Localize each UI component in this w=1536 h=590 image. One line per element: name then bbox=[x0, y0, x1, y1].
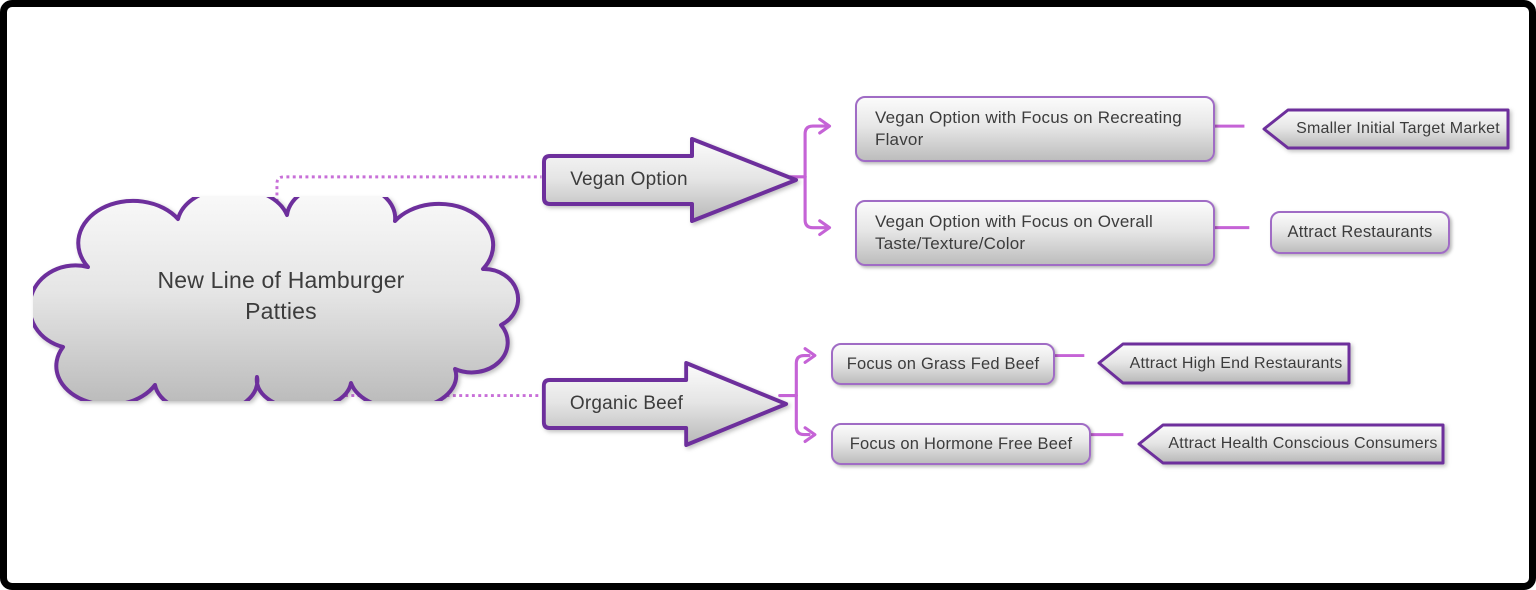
outcome-attract-health-conscious-consumers[interactable] bbox=[1137, 422, 1447, 466]
outcome-links bbox=[1045, 124, 1250, 437]
branch-arrow-organic[interactable] bbox=[540, 360, 790, 448]
root-cloud-shape[interactable] bbox=[33, 197, 527, 401]
arrowhead-icon bbox=[803, 426, 817, 444]
arrowhead-icon bbox=[818, 219, 832, 237]
outcome-attract-restaurants[interactable]: Attract Restaurants bbox=[1263, 211, 1457, 254]
node-label: Vegan Option with Focus on Recreating Fl… bbox=[875, 107, 1182, 149]
node-grass-fed-beef[interactable]: Focus on Grass Fed Beef bbox=[824, 343, 1062, 385]
node-label: Focus on Grass Fed Beef bbox=[846, 354, 1040, 373]
arrowhead-icon bbox=[803, 347, 817, 364]
outcome-attract-high-end-restaurants[interactable] bbox=[1097, 341, 1353, 386]
outcome-smaller-initial-target-market[interactable] bbox=[1262, 107, 1512, 151]
node-vegan-taste-texture-color[interactable]: Vegan Option with Focus on Overall Taste… bbox=[848, 200, 1222, 266]
node-label: Vegan Option with Focus on Overall Taste… bbox=[875, 211, 1154, 253]
arrowhead-icon bbox=[818, 117, 832, 135]
node-vegan-recreating-flavor[interactable]: Vegan Option with Focus on Recreating Fl… bbox=[848, 96, 1222, 162]
node-label: Focus on Hormone Free Beef bbox=[849, 434, 1073, 453]
outcome-label: Attract Restaurants bbox=[1287, 223, 1433, 241]
branch-arrow-vegan[interactable] bbox=[540, 136, 800, 224]
node-hormone-free-beef[interactable]: Focus on Hormone Free Beef bbox=[824, 423, 1098, 465]
